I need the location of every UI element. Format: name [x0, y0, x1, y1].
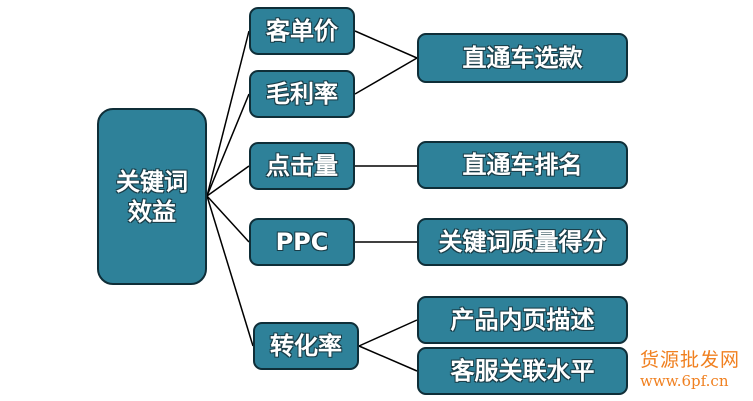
- outcome-node-quality-score: 关键词质量得分: [417, 218, 628, 266]
- root-label: 关键词效益: [116, 167, 188, 226]
- connector: [358, 319, 418, 347]
- watermark-name: 货源批发网: [640, 349, 741, 371]
- outcome-label: 客服关联水平: [450, 357, 595, 385]
- outcome-label: 产品内页描述: [450, 306, 595, 334]
- connector: [354, 57, 418, 95]
- outcome-label: 直通车选款: [462, 44, 583, 72]
- connector: [206, 195, 250, 243]
- factor-label: 点击量: [266, 152, 338, 180]
- root-node: 关键词效益: [97, 108, 207, 285]
- factor-label: 客单价: [266, 17, 338, 45]
- factor-label: PPC: [275, 228, 329, 256]
- outcome-label: 直通车排名: [462, 151, 583, 179]
- outcome-label: 关键词质量得分: [438, 228, 607, 256]
- outcome-node-product-selection: 直通车选款: [417, 33, 628, 83]
- connector: [354, 30, 418, 59]
- factor-label: 转化率: [270, 332, 342, 360]
- factor-node-clicks: 点击量: [249, 142, 355, 190]
- connector: [206, 93, 250, 197]
- outcome-node-product-description: 产品内页描述: [417, 296, 628, 344]
- outcome-node-ranking: 直通车排名: [417, 141, 628, 189]
- factor-node-gross-margin: 毛利率: [249, 70, 355, 118]
- factor-node-ppc: PPC: [249, 218, 355, 266]
- connector: [206, 30, 250, 197]
- outcome-node-customer-service: 客服关联水平: [417, 347, 628, 395]
- connector: [358, 345, 418, 372]
- connector: [206, 165, 250, 197]
- connector: [206, 195, 254, 347]
- factor-node-conversion: 转化率: [253, 322, 359, 370]
- watermark-url: www.6pf.cn: [640, 372, 729, 390]
- factor-node-avg-order-value: 客单价: [249, 7, 355, 55]
- factor-label: 毛利率: [266, 80, 338, 108]
